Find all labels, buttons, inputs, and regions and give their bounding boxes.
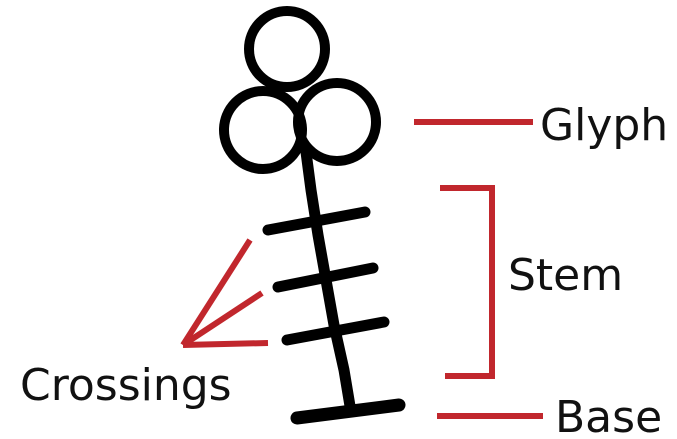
glyph-left-circle — [224, 91, 302, 169]
base-bar — [297, 405, 399, 418]
crossings-label: Crossings — [20, 360, 232, 411]
glyph-drawing — [224, 11, 376, 169]
crossings-pointer-3 — [183, 343, 268, 345]
stem-bracket — [440, 188, 492, 376]
glyph-top-circle — [249, 11, 325, 87]
glyph-label: Glyph — [540, 100, 668, 151]
crossings-pointer-2 — [183, 293, 262, 345]
crossings-group — [268, 212, 384, 340]
base-label: Base — [555, 392, 662, 439]
stem-label: Stem — [508, 250, 623, 301]
crossings-pointer-1 — [183, 240, 250, 345]
